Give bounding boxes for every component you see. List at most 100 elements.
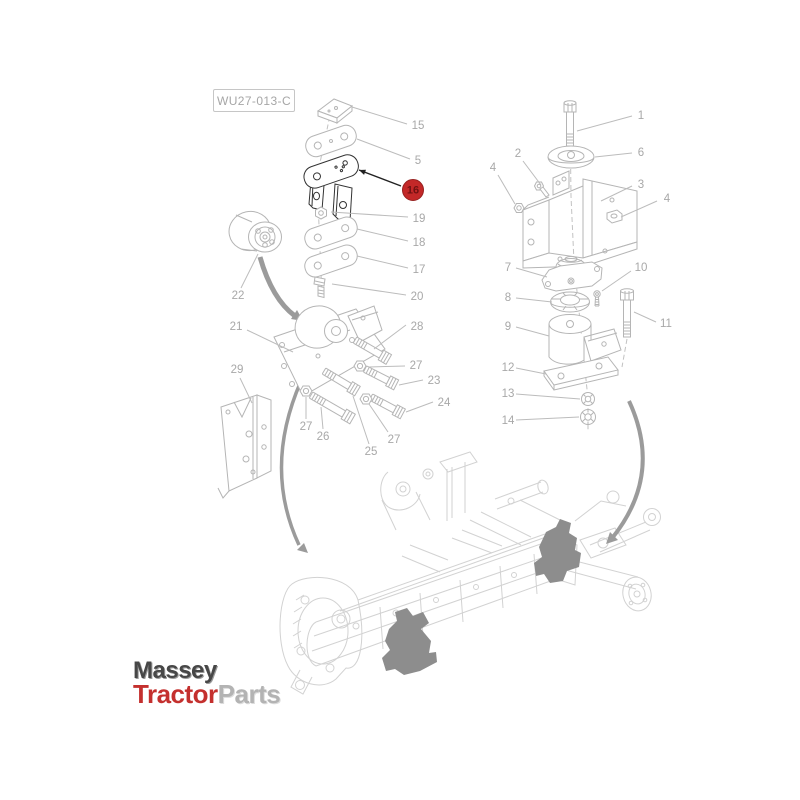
part-label-27: 27 (300, 421, 313, 433)
reference-arrows (257, 256, 645, 553)
leader-line (368, 365, 406, 368)
part-18-plate (304, 216, 358, 250)
part-5-plate (305, 124, 357, 158)
logo-word-tractor: Tractor (133, 679, 218, 709)
part-code: WU27-013-C (216, 93, 292, 108)
part-label-7: 7 (505, 262, 511, 274)
leader-line (398, 379, 424, 386)
part-label-29: 29 (231, 364, 244, 376)
leader-line (405, 401, 434, 413)
arrow-right-to-axle (611, 400, 645, 539)
part-label-12: 12 (502, 362, 515, 374)
leader-line (351, 106, 408, 125)
part-label-14: 14 (502, 415, 515, 427)
part-24-bolt (369, 393, 407, 420)
leader-line (356, 138, 411, 160)
leader-line (515, 326, 550, 337)
part-label-27: 27 (388, 434, 401, 446)
part-label-8: 8 (505, 292, 511, 304)
part-label-17: 17 (413, 264, 426, 276)
highlight-arrowhead (359, 169, 366, 175)
massey-tractor-parts-logo: Massey TractorParts (133, 659, 303, 708)
part-25-bolt (322, 367, 361, 397)
part-label-18: 18 (413, 237, 426, 249)
leader-line (352, 395, 370, 445)
part-16-bracket-highlighted (303, 154, 359, 222)
part-20-bolt (313, 276, 326, 299)
part-label-25: 25 (365, 446, 378, 458)
leader-line (330, 211, 409, 218)
part-13-washer (581, 392, 595, 406)
arrow-bushing-to-bracket (257, 256, 297, 319)
part-6-washer (547, 145, 595, 169)
leader-line (515, 416, 580, 421)
leader-line (356, 228, 409, 242)
part-label-9: 9 (505, 321, 511, 333)
leader-line (373, 324, 407, 350)
leader-line (515, 297, 553, 303)
part-17-plate (304, 244, 358, 278)
leader-line (576, 115, 633, 132)
part-12-plate (543, 356, 619, 391)
part-23-bolt (363, 365, 400, 391)
mounting-bracket-silhouettes (382, 519, 581, 675)
leader-line (620, 200, 658, 218)
part-label-28: 28 (411, 321, 424, 333)
part-27-nut (359, 393, 373, 405)
part-29-bracket (217, 394, 272, 499)
logo-word-parts: Parts (217, 679, 281, 709)
part-27-nut (299, 385, 313, 397)
leader-line (320, 406, 324, 430)
part-21-bracket-assembly (273, 305, 386, 397)
leader-line (240, 253, 259, 289)
arrowhead (297, 543, 308, 553)
part-label-4: 4 (664, 193, 671, 205)
part-4-nut (513, 203, 525, 213)
part-label-10: 10 (635, 262, 648, 274)
logo-line2: TractorParts (133, 681, 303, 707)
arrow-left-to-axle (279, 380, 303, 546)
part-4-square-nut (606, 209, 623, 224)
part-label-3: 3 (638, 179, 644, 191)
part-label-4: 4 (490, 162, 497, 174)
leader-line (497, 174, 516, 205)
part-9-rubber-mount (548, 314, 622, 365)
part-14-locknut (580, 409, 596, 425)
axle-assembly-art (279, 451, 661, 695)
part-label-2: 2 (515, 148, 521, 160)
arrowhead (606, 532, 618, 544)
leader-line (522, 160, 542, 186)
part-label-5: 5 (415, 155, 421, 167)
part-27-nut (353, 360, 367, 372)
part-label-23: 23 (428, 375, 441, 387)
leader-line (601, 270, 632, 292)
highlight-arrow (358, 169, 402, 187)
leader-line (246, 329, 294, 353)
part-label-6: 6 (638, 147, 644, 159)
leader-line (515, 393, 581, 400)
part-28-bolt (353, 336, 393, 365)
part-26-bolt (309, 391, 357, 425)
leader-line (239, 377, 253, 404)
part-label-19: 19 (413, 213, 426, 225)
part-code-box: WU27-013-C (213, 89, 295, 112)
part-label-22: 22 (232, 290, 245, 302)
leader-line (633, 311, 657, 323)
leader-line (515, 367, 547, 375)
highlighted-part-number: 16 (407, 185, 419, 197)
leader-line (515, 267, 548, 278)
leader-line (356, 255, 409, 269)
part-label-27: 27 (410, 360, 423, 372)
part-22-bushing (228, 210, 282, 253)
part-label-24: 24 (438, 397, 451, 409)
part-label-13: 13 (502, 388, 515, 400)
part-8-ring (550, 291, 590, 313)
part-2-bolt (533, 181, 550, 198)
leader-line (594, 152, 633, 158)
part-7-flange-mount (541, 256, 603, 292)
part-1-bolt (563, 100, 577, 148)
part-11-bolt (620, 288, 634, 338)
